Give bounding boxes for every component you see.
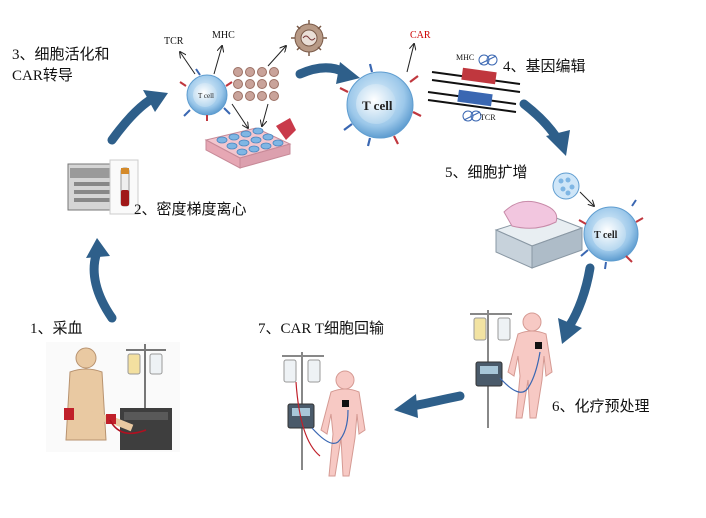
flow-arrows — [86, 62, 595, 418]
arrow-1-to-2 — [89, 247, 117, 323]
step6-chemo-illustration — [470, 310, 553, 428]
arrow-6-to-7 — [407, 391, 465, 411]
step3-activation-illustration: TCR MHC T cell — [164, 20, 327, 169]
step5-label: 5、细胞扩增 — [445, 165, 528, 181]
step4-label: 4、基因编辑 — [503, 59, 586, 75]
label-mhc-gene: MHC — [456, 53, 474, 62]
step3-label-line1: 3、细胞活化和 — [12, 47, 110, 63]
label-tcr: TCR — [164, 36, 184, 47]
step2-label: 2、密度梯度离心 — [134, 202, 247, 218]
step5-expansion-illustration: T cell — [494, 172, 644, 270]
label-t-cell-expand: T cell — [594, 230, 618, 241]
label-t-cell-small: T cell — [198, 92, 214, 100]
label-mhc: MHC — [212, 30, 235, 41]
label-t-cell-large: T cell — [362, 98, 393, 113]
step4-gene-editing-illustration: CAR MHC TCR T cell — [339, 30, 521, 147]
label-car: CAR — [410, 30, 431, 41]
step7-label: 7、CAR T细胞回输 — [258, 321, 384, 337]
step6-label: 6、化疗预处理 — [552, 399, 650, 415]
arrow-3-to-4 — [295, 63, 349, 79]
step3-label-line2: CAR转导 — [12, 68, 73, 84]
label-tcr-gene: TCR — [480, 113, 496, 122]
arrow-5-to-6 — [565, 263, 595, 330]
arrow-2-to-3 — [107, 95, 155, 145]
step1-label: 1、采血 — [30, 321, 83, 337]
step7-infusion-illustration — [282, 352, 366, 477]
step2-centrifuge-illustration — [67, 159, 139, 215]
step1-blood-draw-illustration — [46, 342, 180, 452]
